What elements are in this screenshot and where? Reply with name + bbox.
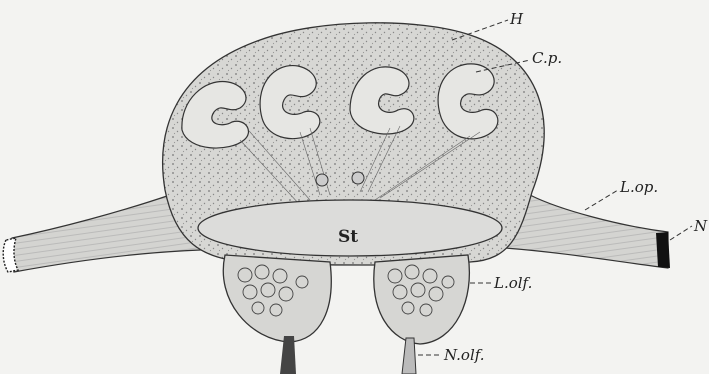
left-olfactory-lobe: [223, 255, 331, 342]
label-lop: L.op.: [619, 178, 658, 196]
label-cp: C.p.: [532, 49, 562, 67]
right-optic-lobe: [505, 195, 668, 268]
label-n: N: [693, 217, 708, 235]
label-h: H: [509, 10, 524, 28]
label-st: St: [338, 227, 358, 247]
right-olfactory-lobe: [374, 255, 470, 344]
right-olfactory-nerve: [402, 338, 416, 374]
label-nolf: N.olf.: [443, 346, 485, 364]
label-lolf: L.olf.: [493, 274, 532, 292]
right-optic-nerve-end: [656, 232, 670, 268]
